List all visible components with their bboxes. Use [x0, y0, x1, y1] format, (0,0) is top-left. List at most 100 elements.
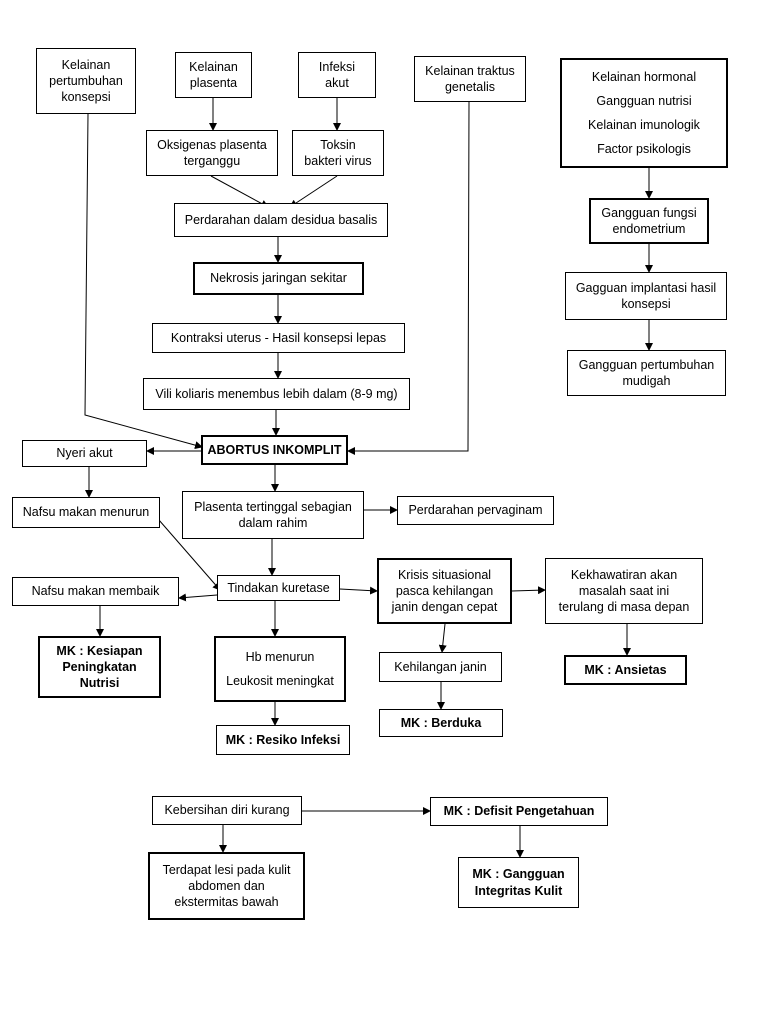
node-text-line: MK : Ansietas	[584, 662, 667, 677]
node-text-line: Nafsu makan membaik	[31, 584, 160, 599]
connector-arrow	[339, 586, 378, 595]
node-text-line: mudigah	[622, 374, 671, 388]
node-text-line: ekstermitas bawah	[174, 895, 279, 910]
node-kehilangan-janin: Kehilangan janin	[379, 652, 502, 682]
node-text-line: Infeksi	[318, 59, 356, 74]
node-text-line: pasca kehilangan	[395, 583, 494, 598]
node-kontraksi: Kontraksi uterus - Hasil konsepsi lepas	[152, 323, 405, 353]
node-text-line: Gangguan fungsi	[601, 205, 697, 220]
node-text-line: Kelainan	[61, 57, 111, 72]
node-text-line: endometrium	[612, 222, 686, 236]
node-oksigenas: Oksigenas plasenta terganggu	[146, 130, 278, 176]
node-text-line: Kekhawatiran akan	[570, 567, 678, 582]
node-text-line: Gangguan nutrisi	[596, 93, 692, 108]
node-plasenta-tertinggal: Plasenta tertinggal sebagian dalam rahim	[182, 491, 364, 539]
node-text-line: Peningkatan	[62, 659, 137, 674]
connector-arrow	[84, 113, 203, 450]
node-text-line: Integritas Kulit	[474, 883, 563, 898]
connector-arrow	[151, 511, 221, 591]
node-mk-berduka: MK : Berduka	[379, 709, 503, 737]
node-nafsu-menurun: Nafsu makan menurun	[12, 497, 160, 528]
node-text-line: Tindakan kuretase	[227, 580, 330, 595]
node-text-line: dalam rahim	[238, 516, 308, 530]
node-text-line: MK : Berduka	[400, 715, 482, 730]
connector-arrow	[289, 175, 338, 208]
node-vili: Vili koliaris menembus lebih dalam (8-9 …	[143, 378, 410, 410]
node-text-line: Factor psikologis	[597, 142, 691, 157]
node-text-line: abdomen dan	[188, 878, 265, 893]
node-text-line: Leukosit meningkat	[226, 674, 334, 688]
node-text-line: Vili koliaris menembus lebih dalam (8-9 …	[155, 386, 398, 401]
node-text-line: Nafsu makan menurun	[22, 505, 150, 520]
node-text-line: Krisis situasional	[397, 567, 492, 582]
node-text-line: Nekrosis jaringan sekitar	[210, 271, 347, 286]
connector-arrow	[438, 623, 447, 653]
node-perdarahan-desidua: Perdarahan dalam desidua basalis	[174, 203, 388, 237]
node-tindakan-kuretase: Tindakan kuretase	[217, 575, 340, 601]
node-gangguan-fungsi: Gangguan fungsi endometrium	[589, 198, 709, 244]
node-kebersihan: Kebersihan diri kurang	[152, 796, 302, 825]
connector-arrow	[347, 101, 470, 455]
node-mk-pengetahuan: MK : Defisit Pengetahuan	[430, 797, 608, 826]
node-text-line: Oksigenas plasenta	[157, 137, 267, 152]
node-text-line: konsepsi	[621, 297, 671, 311]
node-text-line: MK : Kesiapan	[56, 643, 143, 658]
node-text-line: Hb menurun	[245, 649, 315, 664]
node-text-line: Kelainan imunologik	[588, 118, 700, 132]
node-toksin: Toksin bakteri virus	[292, 130, 384, 176]
node-text-line: plasenta	[189, 76, 238, 90]
node-text-line: Toksin	[320, 137, 356, 152]
node-text-line: terulang di masa depan	[558, 600, 690, 615]
node-text-line: MK : Defisit Pengetahuan	[443, 804, 595, 819]
node-gagguan-implantasi: Gagguan implantasi hasil konsepsi	[565, 272, 727, 320]
node-text-line: MK : Resiko Infeksi	[225, 732, 341, 747]
node-text-line: Perdarahan dalam desidua basalis	[184, 212, 378, 227]
node-gangguan-pertumbuhan: Gangguan pertumbuhan mudigah	[567, 350, 726, 396]
node-infeksi-akut: Infeksi akut	[298, 52, 376, 98]
node-abortus-inkomplit: ABORTUS INKOMPLIT	[201, 435, 348, 465]
node-text-line: Gagguan implantasi hasil	[575, 280, 717, 295]
node-text-line: Kelainan hormonal	[591, 69, 697, 84]
node-text-line: Gangguan pertumbuhan	[578, 357, 715, 372]
connector-arrow	[210, 175, 269, 208]
node-mk-ansietas: MK : Ansietas	[564, 655, 687, 685]
node-kelainan-traktus: Kelainan traktus genetalis	[414, 56, 526, 102]
node-perdarahan-pervaginam: Perdarahan pervaginam	[397, 496, 554, 525]
node-text-line: akut	[325, 76, 349, 90]
connector-arrow	[511, 586, 546, 595]
node-text-line: masalah saat ini	[578, 583, 670, 598]
node-nafsu-membaik: Nafsu makan membaik	[12, 577, 179, 606]
node-text-line: Nyeri akut	[56, 446, 113, 461]
node-text-line: genetalis	[444, 80, 496, 94]
node-text-line: Plasenta tertinggal sebagian	[194, 499, 352, 514]
node-text-line: Kehilangan janin	[394, 659, 487, 674]
node-text-line: Kebersihan diri kurang	[164, 803, 290, 818]
node-text-line: bakteri virus	[304, 154, 372, 168]
node-text-line: terganggu	[183, 154, 241, 168]
node-text-line: pertumbuhan	[49, 73, 123, 88]
node-kelainan-plasenta: Kelainan plasenta	[175, 52, 252, 98]
node-text-line: konsepsi	[61, 90, 111, 105]
node-nekrosis: Nekrosis jaringan sekitar	[193, 262, 364, 295]
node-text-line: Kontraksi uterus - Hasil konsepsi lepas	[170, 330, 387, 345]
node-text-line: Kelainan traktus	[425, 63, 515, 78]
node-text-line: Nutrisi	[79, 676, 120, 691]
node-nyeri-akut: Nyeri akut	[22, 440, 147, 467]
node-text-line: janin dengan cepat	[391, 600, 498, 615]
node-text-line: Terdapat lesi pada kulit	[162, 862, 291, 877]
node-text-line: Kelainan	[189, 59, 238, 74]
node-text-line: Perdarahan pervaginam	[408, 503, 543, 518]
node-text-line: MK : Gangguan	[472, 867, 565, 882]
node-text-line: ABORTUS INKOMPLIT	[207, 442, 342, 457]
connector-arrow	[178, 593, 218, 602]
node-mk-resiko-infeksi: MK : Resiko Infeksi	[216, 725, 350, 755]
